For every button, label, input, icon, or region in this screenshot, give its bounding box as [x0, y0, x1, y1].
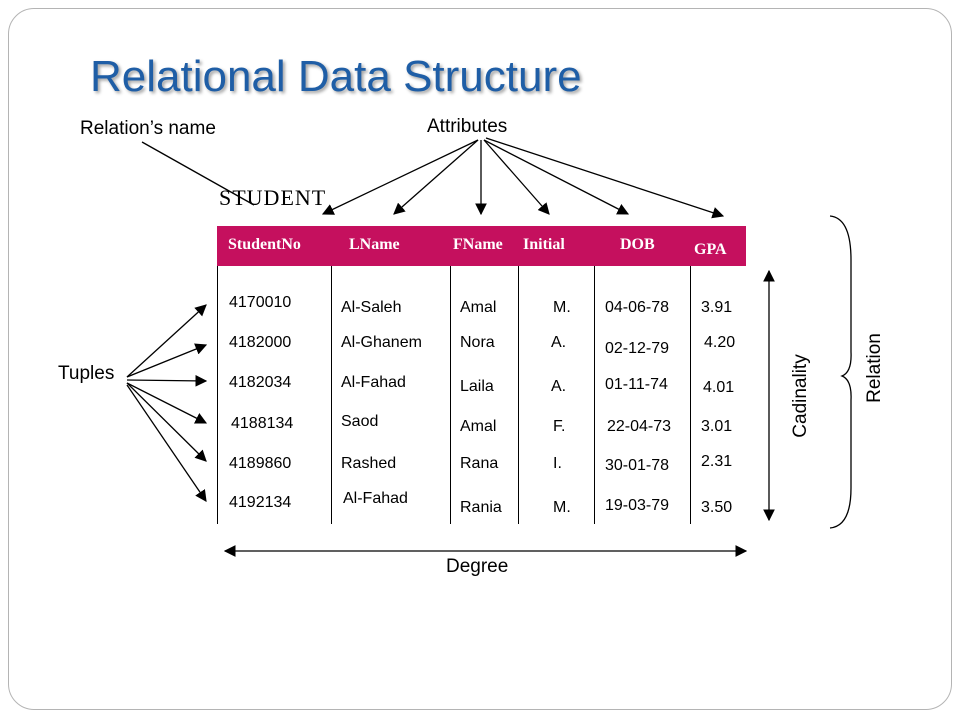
cell-studentno: 4188134 [231, 415, 294, 432]
attribute-arrow [483, 139, 630, 215]
cell-gpa: 3.50 [701, 499, 733, 516]
attribute-arrow [485, 137, 725, 219]
cell-lname: Saod [341, 413, 379, 430]
cell-gpa: 3.01 [701, 418, 733, 435]
slide-title: Relational Data Structure [90, 52, 582, 101]
cell-gpa: 4.01 [703, 379, 735, 396]
column-rule [594, 266, 595, 524]
column-rule [518, 266, 519, 524]
table-header-bar [217, 226, 746, 266]
cell-dob: 19-03-79 [605, 497, 670, 514]
cell-studentno: 4192134 [229, 494, 292, 511]
cell-studentno: 4189860 [229, 455, 292, 472]
header-initial: Initial [523, 236, 565, 253]
header-fname: FName [453, 236, 503, 253]
relation-name-arrow [141, 141, 255, 206]
tuple-arrow [126, 382, 207, 462]
cell-fname: Amal [460, 299, 497, 316]
cell-dob: 04-06-78 [605, 299, 670, 316]
cell-initial: I. [553, 455, 562, 472]
cell-studentno: 4182034 [229, 374, 292, 391]
tuple-arrow [126, 375, 208, 387]
column-rule [450, 266, 451, 524]
cell-dob: 01-11-74 [605, 376, 668, 393]
header-dob: DOB [620, 236, 655, 253]
cell-fname: Laila [460, 378, 494, 395]
cell-initial: A. [551, 334, 567, 351]
header-gpa: GPA [694, 241, 727, 258]
cell-lname: Al-Saleh [341, 299, 402, 316]
cell-studentno: 4182000 [229, 334, 292, 351]
cell-lname: Al-Fahad [341, 374, 406, 391]
cell-initial: F. [553, 418, 566, 435]
relation-name-label: Relation’s name [80, 118, 216, 139]
slide-frame [8, 8, 952, 710]
cell-dob: 22-04-73 [607, 418, 672, 435]
cell-dob: 02-12-79 [605, 340, 670, 357]
tuple-arrow [126, 343, 208, 378]
cell-lname: Al-Ghanem [341, 334, 422, 351]
cell-gpa: 3.91 [701, 299, 733, 316]
column-rule [217, 266, 218, 524]
cell-dob: 30-01-78 [605, 457, 670, 474]
relation-name: STUDENT [219, 185, 327, 210]
cell-lname: Rashed [341, 455, 397, 472]
cell-fname: Rania [460, 499, 502, 516]
cell-initial: A. [551, 378, 567, 395]
degree-label: Degree [446, 556, 509, 577]
attributes-label: Attributes [427, 116, 508, 137]
cell-gpa: 2.31 [701, 453, 733, 470]
cell-initial: M. [553, 299, 571, 316]
cell-fname: Amal [460, 418, 497, 435]
attribute-arrow [483, 139, 550, 215]
tuple-arrow [126, 382, 208, 424]
attribute-arrow [393, 139, 479, 215]
tuple-arrow [126, 384, 207, 502]
cell-lname: Al-Fahad [343, 490, 408, 507]
header-studentno: StudentNo [228, 236, 301, 253]
header-lname: LName [349, 236, 400, 253]
tuple-arrow [126, 304, 207, 378]
column-rule [690, 266, 691, 524]
tuples-label: Tuples [58, 363, 115, 384]
cell-initial: M. [553, 499, 571, 516]
relation-brace [829, 215, 852, 529]
attribute-arrow [321, 139, 479, 215]
cell-fname: Nora [460, 334, 495, 351]
cell-studentno: 4170010 [229, 294, 292, 311]
cell-fname: Rana [460, 455, 499, 472]
cell-gpa: 4.20 [704, 334, 736, 351]
column-rule [331, 266, 332, 524]
